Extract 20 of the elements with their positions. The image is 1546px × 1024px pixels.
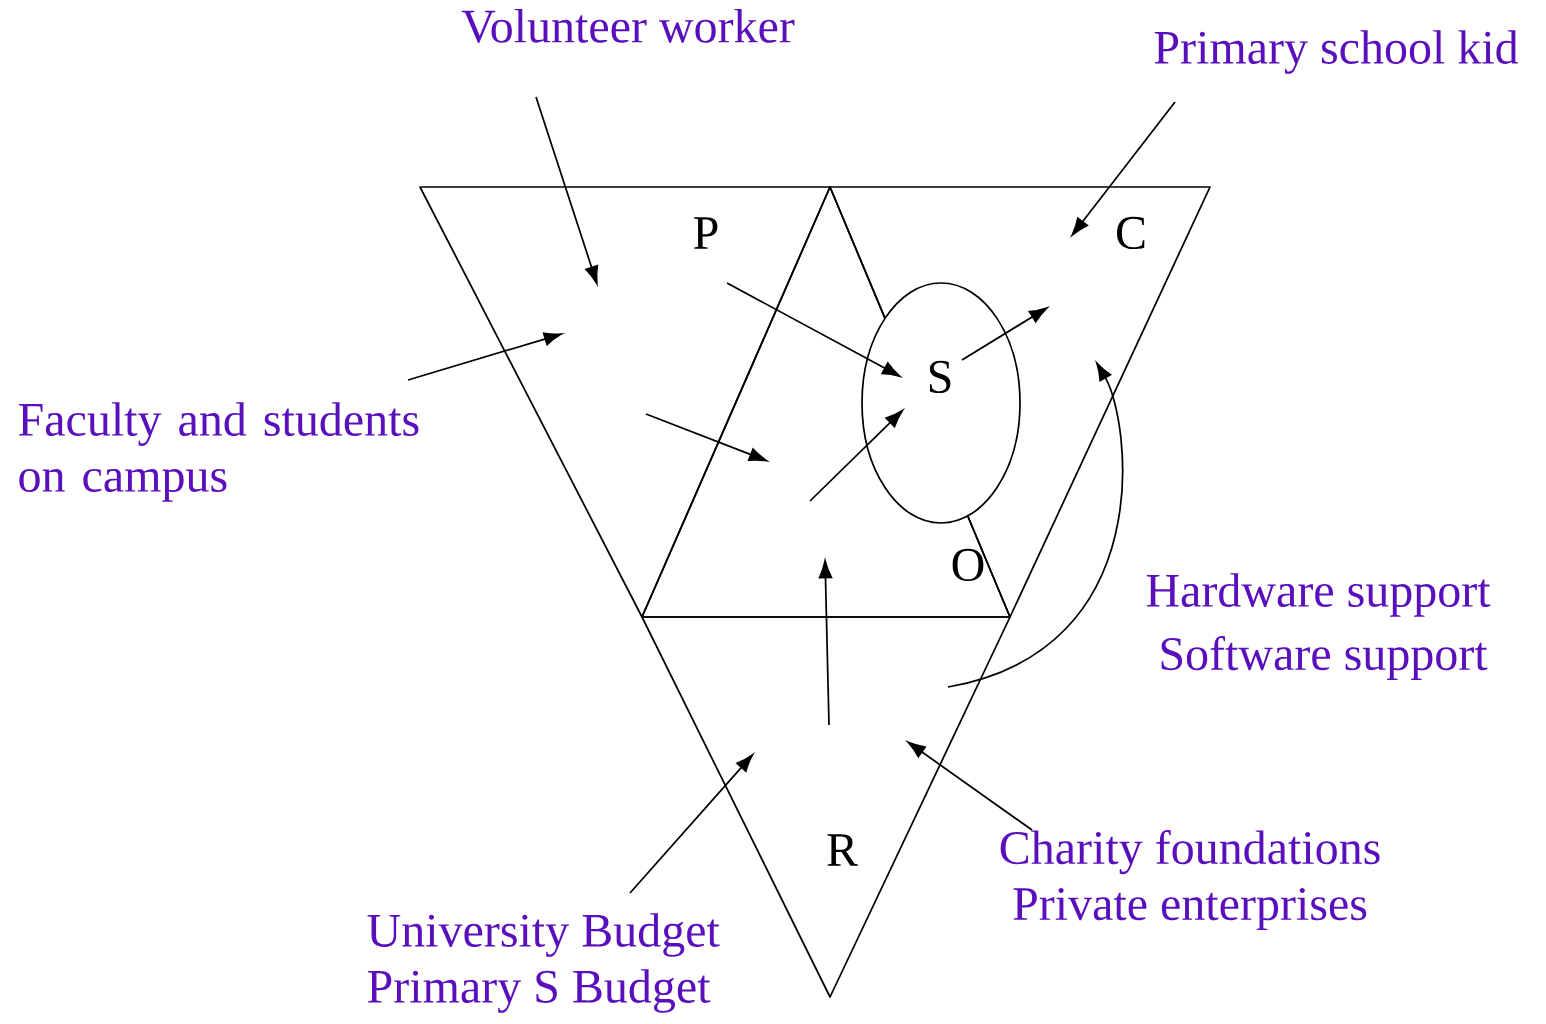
region-letter: P bbox=[694, 217, 718, 249]
text-label: Faculty and students on campus bbox=[18, 402, 419, 502]
arrow bbox=[629, 754, 754, 894]
arrow bbox=[1071, 101, 1176, 236]
region-letter: S bbox=[929, 360, 951, 394]
region-letter: C bbox=[1116, 216, 1145, 250]
arrow bbox=[407, 332, 563, 381]
text-label: Volunteer worker bbox=[461, 9, 795, 43]
region-letter: R bbox=[827, 834, 858, 866]
text-label: Hardware support bbox=[1146, 573, 1491, 617]
text-label: Primary school kid bbox=[1154, 30, 1519, 74]
arrow bbox=[535, 96, 599, 285]
arrow bbox=[947, 362, 1124, 688]
text-label: Charity foundations Private enterprises bbox=[1000, 830, 1380, 930]
arrow bbox=[726, 282, 901, 378]
region-letter: O bbox=[952, 548, 984, 582]
text-label: Software support bbox=[1161, 636, 1488, 680]
arrow bbox=[809, 409, 904, 502]
text-label: University Budget Primary S Budget bbox=[367, 913, 720, 1013]
arrow bbox=[907, 741, 1033, 831]
